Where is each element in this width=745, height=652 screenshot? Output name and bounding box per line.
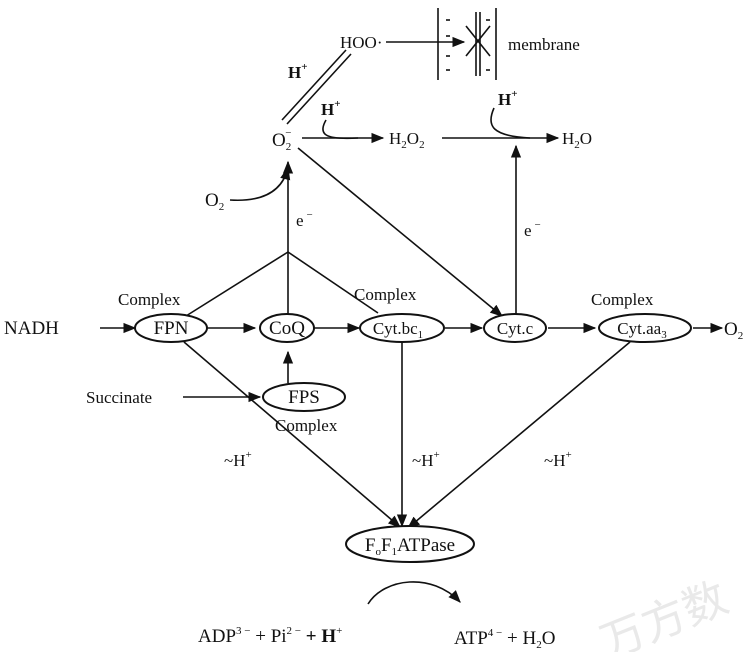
- edge-adp-atp-curve: [367, 581, 461, 605]
- cyt-c-label: Cyt.c: [497, 319, 534, 338]
- node-cyt-c: Cyt.c: [483, 313, 547, 343]
- watermark: 万方数: [594, 573, 735, 652]
- e-minus-right-label: e−: [524, 219, 541, 240]
- node-coq: CoQ: [259, 313, 315, 343]
- node-cyt-bc1: Cyt.bc1: [359, 313, 445, 343]
- edge-superoxide-cytc: [297, 147, 503, 317]
- hplus-h2o2-label: H+: [321, 98, 341, 119]
- edge-fpn-junction: [185, 251, 289, 317]
- edges: [100, 36, 724, 605]
- complex-fps-label: Complex: [275, 416, 338, 435]
- cyt-aa3-label: Cyt.aa3: [617, 319, 667, 341]
- tilde-h-right-label: ~H+: [544, 449, 572, 470]
- succinate-label: Succinate: [86, 388, 152, 407]
- fps-label: FPS: [288, 387, 320, 408]
- edge-hplus-curve-h2o2: [322, 119, 359, 140]
- node-fps: FPS: [262, 382, 346, 412]
- complex-aa3-label: Complex: [591, 290, 654, 309]
- cyt-bc1-label: Cyt.bc1: [373, 319, 423, 341]
- hplus-hoo-label: H+: [288, 61, 308, 82]
- nadh-label: NADH: [4, 318, 59, 339]
- o2-input-label: O2: [205, 190, 224, 213]
- membrane-symbol: [437, 8, 497, 80]
- edge-hplus-curve-h2o: [490, 107, 531, 139]
- edge-superoxide-hoo-2: [286, 53, 352, 125]
- edge-fpn-atpase: [183, 341, 401, 528]
- node-fpn: FPN: [134, 313, 208, 343]
- tilde-h-middle-label: ~H+: [412, 449, 440, 470]
- complex-fpn-label: Complex: [118, 290, 181, 309]
- edge-aa3-atpase: [407, 341, 631, 529]
- superoxide-label: O2−: [272, 127, 291, 153]
- reactants-label: ADP3 − + Pi2 − + H+: [198, 625, 342, 647]
- coq-label: CoQ: [269, 318, 305, 339]
- edge-junction-bc1: [287, 251, 379, 314]
- tilde-h-left-label: ~H+: [224, 449, 252, 470]
- atpase-label: FoF1ATPase: [365, 535, 455, 558]
- membrane-label: membrane: [508, 35, 580, 54]
- e-minus-left-label: e−: [296, 209, 313, 230]
- complex-bc1-label: Complex: [354, 285, 417, 304]
- hplus-h2o-label: H+: [498, 88, 518, 109]
- hoo-label: HOO·: [340, 33, 383, 52]
- h2o-label: H2O: [562, 129, 592, 151]
- edge-o2-curve: [229, 166, 291, 202]
- h2o2-label: H2O2: [389, 129, 425, 151]
- products-label: ATP4 − + H2O: [454, 627, 555, 651]
- edge-superoxide-hoo-1: [281, 49, 347, 121]
- o2-product-label: O2: [724, 319, 743, 342]
- fpn-label: FPN: [154, 318, 189, 339]
- node-atpase: FoF1ATPase: [345, 525, 475, 563]
- node-cyt-aa3: Cyt.aa3: [598, 313, 692, 343]
